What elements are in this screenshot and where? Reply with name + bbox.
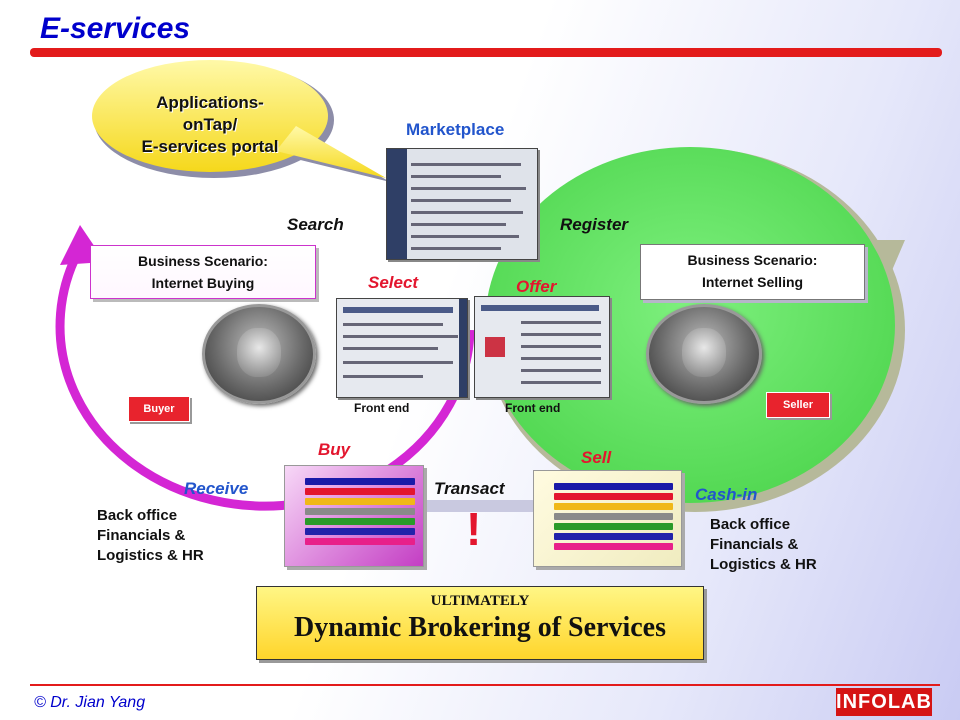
grid-bar [305,508,415,515]
buy-label: Buy [318,440,351,459]
sell-back-office-grid [533,470,682,567]
back-office-left-line-1: Back office [97,507,178,524]
front-end-select-screenshot [336,298,468,398]
select-label: Select [368,273,419,292]
exclamation-mark: ! [466,503,482,555]
front-end-label-right: Front end [505,401,561,415]
seller-photo [646,304,762,404]
scenario-sell-line-1: Business Scenario: [687,252,818,268]
scenario-sell-line-2: Internet Selling [701,274,804,290]
front-end-label-left: Front end [354,401,410,415]
back-office-right-line-3: Logistics & HR [710,556,817,573]
grid-bar [305,538,415,545]
grid-bar [554,483,673,490]
marketplace-label: Marketplace [406,120,505,139]
portal-bubble-text: Applications- onTap/ E-services portal [110,92,310,158]
back-office-text-left: Back office Financials & Logistics & HR [97,506,204,566]
scenario-buy-line-2: Internet Buying [151,275,255,291]
grid-bar [554,543,673,550]
portal-speech-bubble [92,60,390,182]
search-label: Search [287,215,344,234]
register-label: Register [560,215,629,234]
grid-bar [554,523,673,530]
scenario-internet-buying: Business Scenario: Internet Buying [90,245,316,299]
footer-copyright: © Dr. Jian Yang [34,694,146,711]
transact-connector [420,500,538,512]
bubble-line-1: Applications- [156,93,264,112]
buyer-tag: Buyer [128,396,190,422]
marketplace-screenshot [386,148,538,260]
receive-label: Receive [184,479,249,498]
scenario-internet-selling: Business Scenario: Internet Selling [640,244,865,300]
buyer-photo [202,304,316,404]
back-office-left-line-2: Financials & [97,527,186,544]
grid-bar [554,493,673,500]
transact-label: Transact [434,479,505,498]
front-end-offer-screenshot [474,296,610,398]
infolab-logo-text: INFOLAB [836,690,932,713]
bubble-line-2: onTap/ [182,115,238,134]
ultimately-heading: ULTIMATELY [430,593,530,609]
back-office-left-line-3: Logistics & HR [97,547,204,564]
grid-bar [305,518,415,525]
title-underline [30,48,942,57]
bubble-line-3: E-services portal [141,137,279,156]
cash-in-label: Cash-in [695,485,758,504]
offer-label: Offer [516,277,557,296]
sell-label: Sell [581,448,612,467]
grid-bar [305,498,415,505]
back-office-text-right: Back office Financials & Logistics & HR [710,515,817,575]
infolab-logo: INFOLAB [836,688,932,716]
grid-bar [305,488,415,495]
back-office-right-line-1: Back office [710,516,791,533]
grid-bar [305,528,415,535]
footer-line [30,684,940,686]
scenario-buy-line-1: Business Scenario: [138,253,268,269]
ultimately-box: ULTIMATELY Dynamic Brokering of Services [256,586,704,660]
grid-bar [554,513,673,520]
dynamic-brokering-text: Dynamic Brokering of Services [294,612,666,643]
grid-bar [554,503,673,510]
back-office-right-line-2: Financials & [710,536,799,553]
seller-tag: Seller [766,392,830,418]
page-title: E-services [40,12,191,45]
grid-bar [305,478,415,485]
buy-back-office-grid [284,465,424,567]
grid-bar [554,533,673,540]
